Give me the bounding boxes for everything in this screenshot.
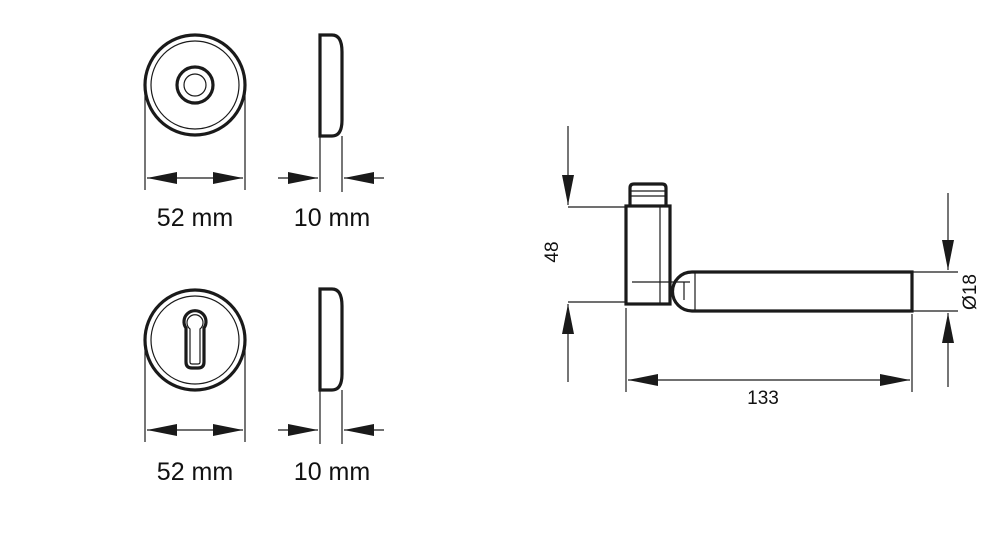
top-rosette-side-view	[278, 33, 384, 192]
handle-diameter-label: Ø18	[960, 274, 981, 310]
bottom-rosette-front-view	[143, 288, 247, 442]
bottom-rosette-side-view	[278, 287, 384, 444]
handle-length-label: 133	[747, 388, 779, 409]
top-rosette-thickness-label: 10 mm	[294, 204, 370, 232]
bottom-rosette-thickness-label: 10 mm	[294, 458, 370, 486]
top-rosette-front-view	[143, 33, 247, 190]
handle-height-label: 48	[542, 241, 563, 262]
top-rosette-diameter-label: 52 mm	[157, 204, 233, 232]
lever-handle-drawing	[562, 126, 958, 392]
bottom-rosette-diameter-label: 52 mm	[157, 458, 233, 486]
